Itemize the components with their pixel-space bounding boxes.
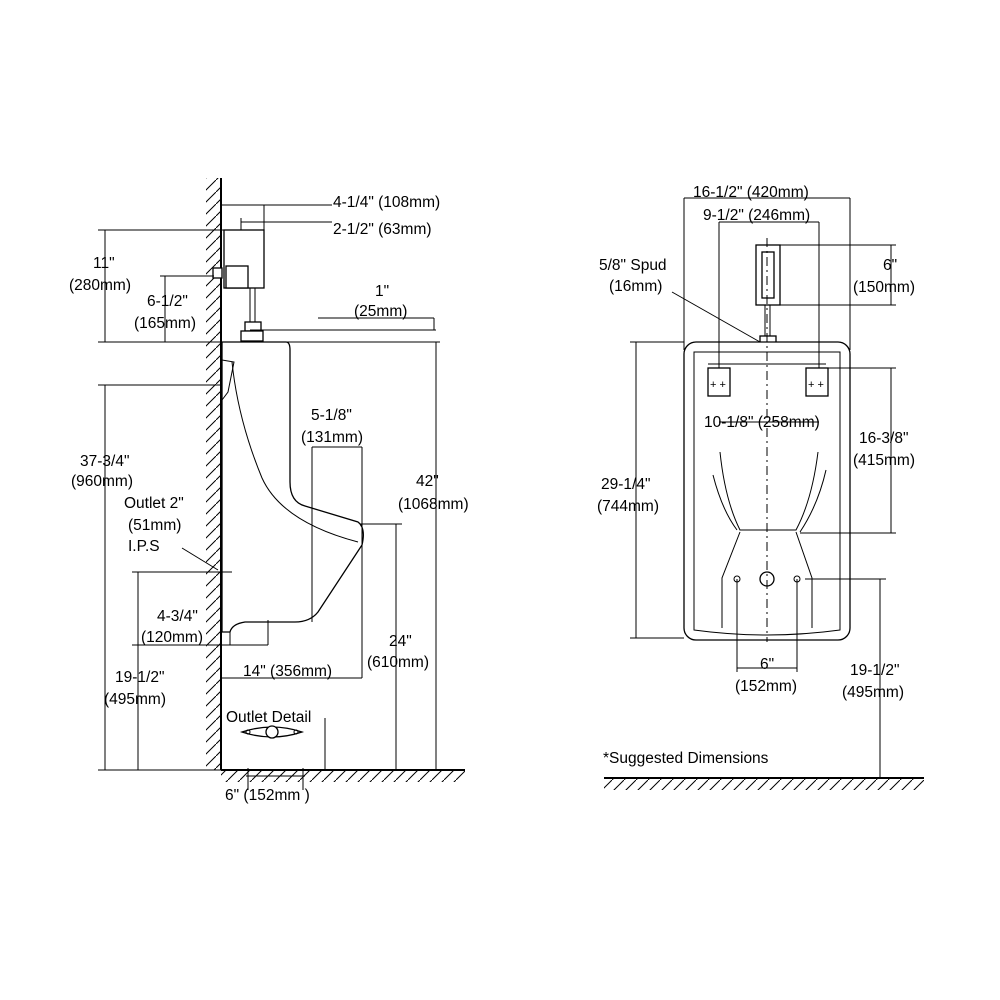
dim-1-imperial: 1" [375,283,389,300]
outlet-label: Outlet 2" [124,495,184,512]
svg-text:+ +: + + [710,379,726,391]
dim-29-1-4-metric: (744mm) [597,498,659,515]
dim-19-1-2-front-imperial: 19-1/2" [850,662,899,679]
flush-valve-front [755,244,781,351]
dim-16-1-2: 16-1/2" (420mm) [693,184,809,201]
dim-5-1-8-metric: (131mm) [301,429,363,446]
dim-6-bottom-metric: (152mm) [735,678,797,695]
dim-37-3-4-metric: (960mm) [71,473,133,490]
floor-front [604,777,924,790]
dim-4-3-4-metric: (120mm) [141,629,203,646]
dim-24-imperial: 24" [389,633,412,650]
dim-24-metric: (610mm) [367,654,429,671]
dim-37-3-4-imperial: 37-3/4" [80,453,129,470]
dim-6-1-2-metric: (165mm) [134,315,196,332]
dim-4-1-4: 4-1/4" (108mm) [333,194,440,211]
dim-42-imperial: 42" [416,473,439,490]
dim-4-3-4-imperial: 4-3/4" [157,608,198,625]
floor-side [221,769,465,782]
urinal-front-body: + + + + [683,238,851,642]
dim-42-metric: (1068mm) [398,496,469,513]
svg-text:+ +: + + [808,379,824,391]
outlet-metric: (51mm) [128,517,181,534]
dim-5-1-8-imperial: 5-1/8" [311,407,352,424]
dimension-texts-side: 4-1/4" (108mm) 2-1/2" (63mm) 11" (280mm)… [69,194,469,804]
dim-6-top-imperial: 6" [883,257,897,274]
dim-11-metric: (280mm) [69,277,131,294]
urinal-side-profile [221,341,364,645]
dim-19-1-2-side-imperial: 19-1/2" [115,669,164,686]
dim-6-152: 6" (152mm ) [225,787,310,804]
dim-6-bottom-imperial: 6" [760,656,774,673]
dimension-lines-front [630,197,896,778]
dim-10-1-8: 10-1/8" (258mm) [704,414,820,431]
side-view: 4-1/4" (108mm) 2-1/2" (63mm) 11" (280mm)… [69,178,469,804]
dim-19-1-2-side-metric: (495mm) [104,691,166,708]
front-view: + + + + [597,184,924,790]
dim-6-1-2-imperial: 6-1/2" [147,293,188,310]
dim-16-3-8-imperial: 16-3/8" [859,430,908,447]
dim-14: 14" (356mm) [243,663,332,680]
dim-11-imperial: 11" [93,255,115,272]
dim-29-1-4-imperial: 29-1/4" [601,476,650,493]
flush-valve-side [212,229,265,342]
dim-19-1-2-front-metric: (495mm) [842,684,904,701]
dimension-lines-side [98,204,440,790]
dim-2-1-2: 2-1/2" (63mm) [333,221,432,238]
dim-9-1-2: 9-1/2" (246mm) [703,207,810,224]
dim-1-metric: (25mm) [354,303,407,320]
spud-label: 5/8" Spud [599,257,667,274]
dim-6-top-metric: (150mm) [853,279,915,296]
wall [206,178,222,770]
dim-16-3-8-metric: (415mm) [853,452,915,469]
outlet-ips: I.P.S [128,538,160,555]
suggested-dimensions-note: *Suggested Dimensions [603,750,769,767]
dimension-texts-front: 16-1/2" (420mm) 9-1/2" (246mm) 5/8" Spud… [597,184,915,767]
outlet-detail-label: Outlet Detail [226,709,311,726]
spud-metric: (16mm) [609,278,662,295]
